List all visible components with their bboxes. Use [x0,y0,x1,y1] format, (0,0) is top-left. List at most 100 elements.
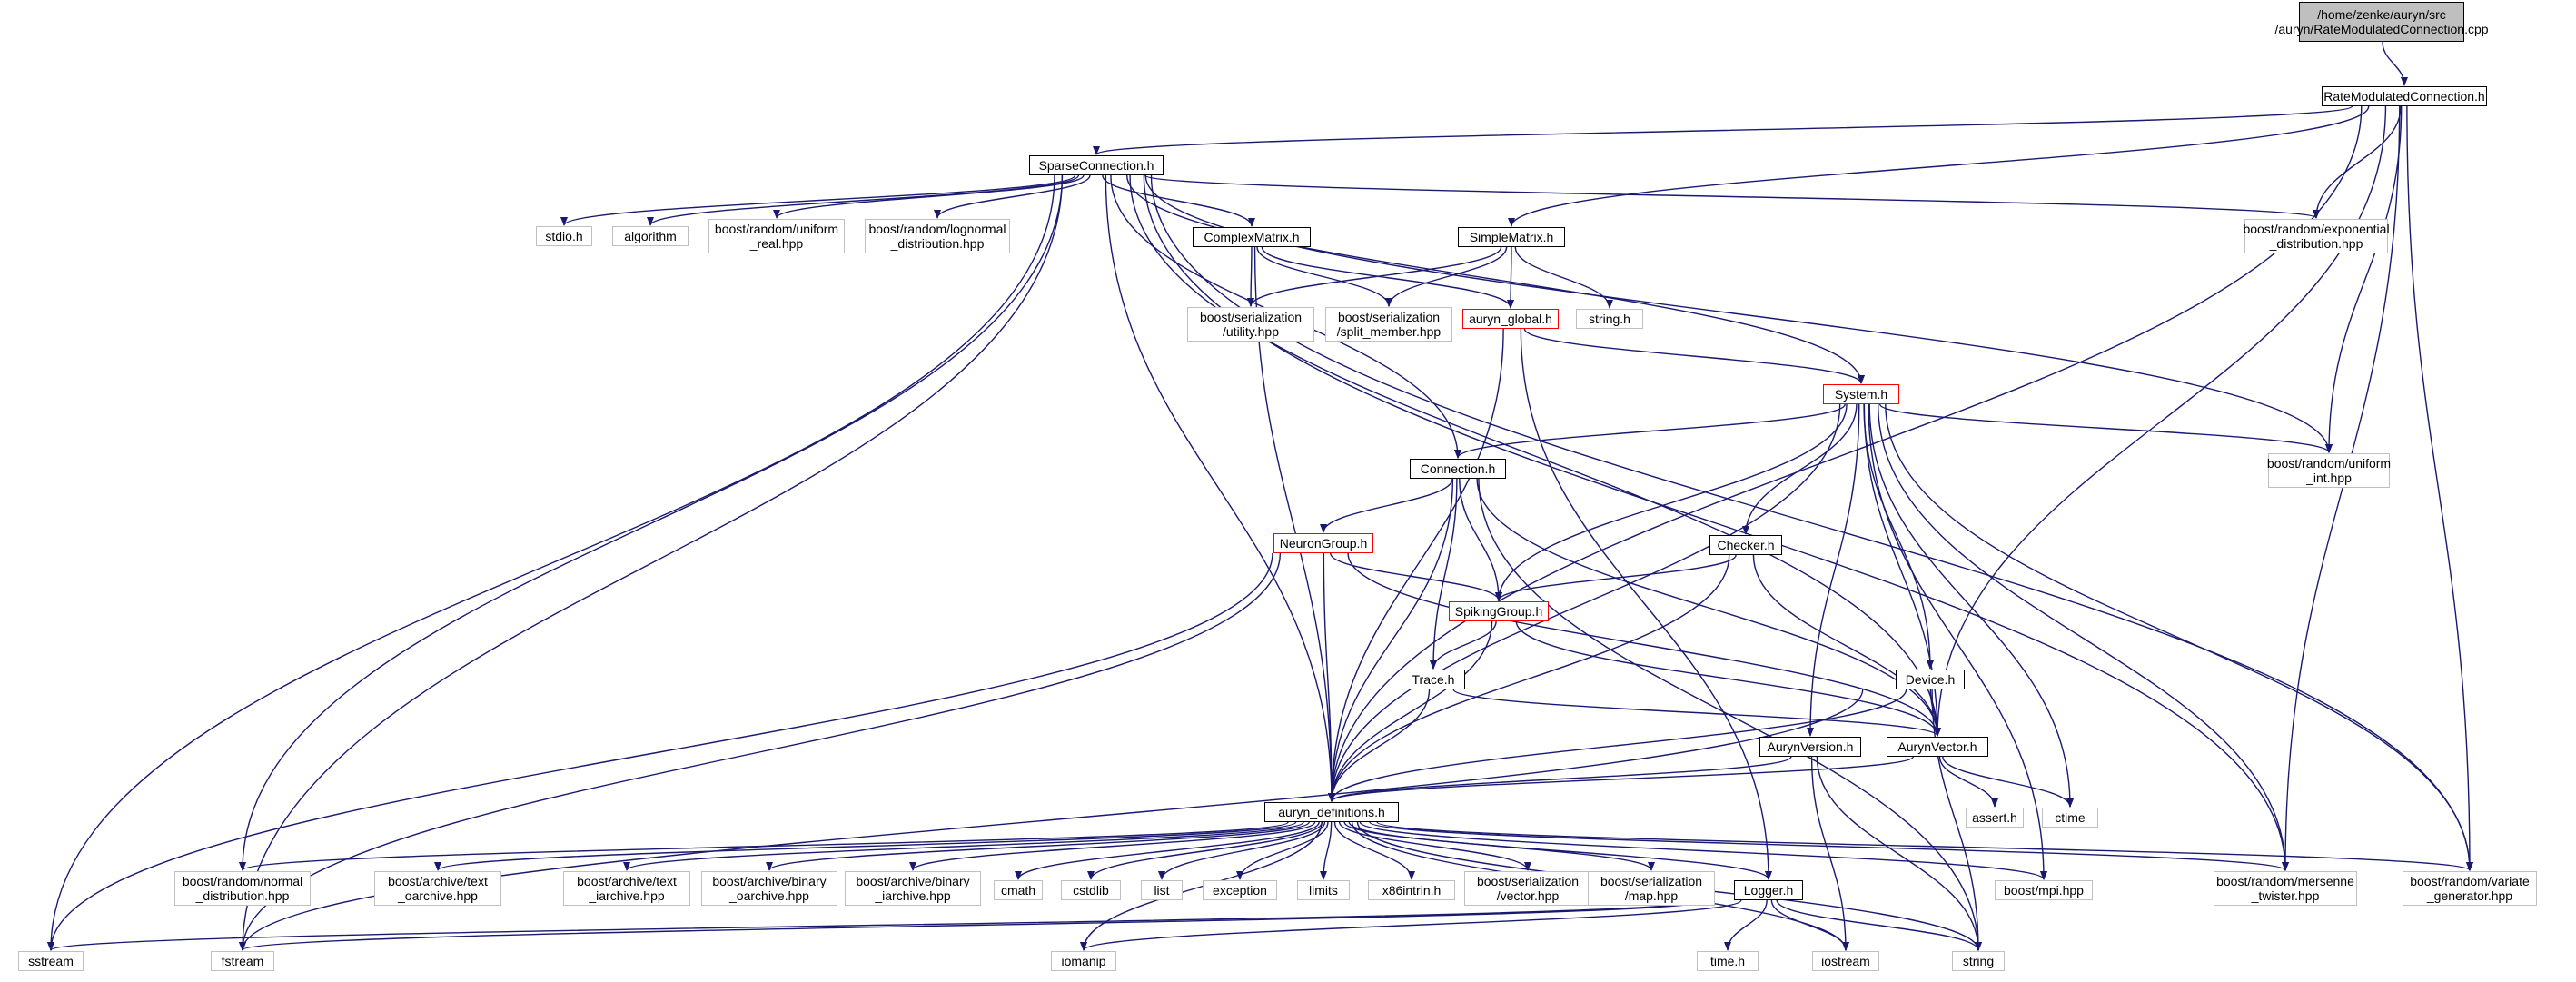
edge-system-to-mpi [1868,403,2047,880]
edge-rmc-to-defs [1328,105,2363,802]
node-cmath[interactable]: cmath [994,880,1043,900]
node-fstream[interactable]: fstream [211,951,274,971]
node-binary_oarchive[interactable]: boost/archive/binary_oarchive.hpp [701,871,837,906]
node-system[interactable]: System.h [1823,384,1899,404]
node-label: boost/serialization [1337,310,1441,324]
node-simplematrix[interactable]: SimpleMatrix.h [1458,227,1565,247]
node-list[interactable]: list [1141,880,1183,900]
node-label: limits [1309,883,1338,898]
node-ser_vector[interactable]: boost/serialization/vector.hpp [1464,871,1591,906]
node-label: _distribution.hpp [2269,236,2363,251]
node-aurynvector[interactable]: AurynVector.h [1887,737,1988,757]
edge-logger-to-sstream [47,899,1701,951]
edge-root-to-rmc [2382,41,2408,86]
node-ctime[interactable]: ctime [2042,808,2098,828]
node-x86intrin[interactable]: x86intrin.h [1368,880,1455,900]
node-utility[interactable]: boost/serialization/utility.hpp [1187,307,1314,342]
node-spikinggroup[interactable]: SpikingGroup.h [1449,601,1549,621]
node-uniform_real[interactable]: boost/random/uniform_real.hpp [708,219,845,253]
edge-defs-to-variate [1376,821,2473,871]
node-algorithm[interactable]: algorithm [612,226,689,246]
edge-logger-to-iostream [1770,899,1849,951]
node-aurynversion[interactable]: AurynVersion.h [1759,737,1861,757]
node-label: AurynVector.h [1897,739,1977,754]
edge-connection-to-neurongroup [1320,478,1453,533]
node-complexmatrix[interactable]: ComplexMatrix.h [1193,227,1311,247]
node-iomanip[interactable]: iomanip [1051,951,1116,971]
node-cstdlib[interactable]: cstdlib [1061,880,1121,900]
node-rmc[interactable]: RateModulatedConnection.h [2322,86,2487,106]
edge-device-to-defs [1328,689,1907,802]
edge-complexmatrix-to-auryn_global [1261,246,1514,309]
node-stdio[interactable]: stdio.h [536,226,592,246]
edge-sparse-to-fstream [239,174,1064,951]
node-mpi[interactable]: boost/mpi.hpp [1995,880,2093,900]
node-split_member[interactable]: boost/serialization/split_member.hpp [1325,307,1452,342]
node-sparse[interactable]: SparseConnection.h [1029,155,1164,175]
node-logger[interactable]: Logger.h [1734,880,1803,900]
node-defs[interactable]: auryn_definitions.h [1264,802,1399,822]
node-variate[interactable]: boost/random/variate_generator.hpp [2403,871,2537,906]
node-label: fstream [221,954,264,968]
edge-system-to-variate [1885,403,2473,871]
node-root[interactable]: /home/zenke/auryn/src/auryn/RateModulate… [2274,2,2489,42]
node-label: stdio.h [545,229,583,243]
node-label: exception [1213,883,1267,898]
node-label: boost/random/mersenne [2216,874,2354,888]
node-label: ComplexMatrix.h [1204,230,1300,244]
edge-device-to-string [1931,689,1982,951]
node-label: System.h [1834,387,1888,402]
node-text_iarchive[interactable]: boost/archive/text_iarchive.hpp [563,871,690,906]
node-iostream[interactable]: iostream [1812,951,1879,971]
node-device[interactable]: Device.h [1896,670,1965,689]
edge-system-to-spikinggroup [1495,403,1848,601]
node-string[interactable]: string [1952,951,2005,971]
edge-logger-to-string [1776,899,1982,951]
edge-system-to-aurynversion [1807,403,1860,737]
node-connection[interactable]: Connection.h [1410,459,1506,479]
node-uniform_int[interactable]: boost/random/uniform_int.hpp [2267,453,2391,488]
edge-sparse-to-exponential [1144,174,2320,219]
edge-rmc-to-sparse [1093,105,2353,155]
edge-connection-to-defs [1328,478,1454,802]
edge-system-to-mersenne [1877,403,2289,871]
node-assert[interactable]: assert.h [1966,808,2024,828]
node-sstream[interactable]: sstream [18,951,84,971]
node-exponential[interactable]: boost/random/exponential_distribution.hp… [2243,219,2390,253]
edge-defs-to-ser_vector [1338,821,1531,871]
edge-sparse-to-defs [1105,174,1335,802]
node-neurongroup[interactable]: NeuronGroup.h [1273,533,1373,553]
node-checker[interactable]: Checker.h [1709,535,1782,555]
node-auryn_global[interactable]: auryn_global.h [1462,309,1559,329]
node-label: list [1154,883,1170,898]
edge-sparse-to-uniform_real [773,174,1085,219]
node-label: Device.h [1905,672,1956,687]
edge-auryn_global-to-logger [1520,328,1772,880]
node-ser_map[interactable]: boost/serialization/map.hpp [1588,871,1715,906]
edge-connection-to-trace [1430,478,1458,670]
node-binary_iarchive[interactable]: boost/archive/binary_iarchive.hpp [845,871,981,906]
node-label: time.h [1709,954,1746,968]
edge-aurynversion-to-defs [1328,756,1792,802]
node-lognormal[interactable]: boost/random/lognormal_distribution.hpp [865,219,1010,253]
node-normal[interactable]: boost/random/normal_distribution.hpp [174,871,311,906]
node-label: _oarchive.hpp [729,888,809,903]
edge-defs-to-mersenne [1369,821,2289,871]
edge-neurongroup-to-aurynvector [1347,552,1941,737]
edge-sparse-to-complexmatrix [1102,174,1255,227]
node-text_oarchive[interactable]: boost/archive/text_oarchive.hpp [374,871,501,906]
node-time_h[interactable]: time.h [1697,951,1759,971]
node-string_h[interactable]: string.h [1576,309,1643,329]
node-label: string [1962,954,1995,968]
node-label: iostream [1821,954,1870,968]
node-label: Trace.h [1412,672,1455,687]
edge-defs-to-binary_iarchive [909,821,1316,871]
node-limits[interactable]: limits [1297,880,1350,900]
node-label: ctime [2055,810,2086,825]
node-exception[interactable]: exception [1203,880,1277,900]
node-trace[interactable]: Trace.h [1402,670,1465,689]
edge-simplematrix-to-string_h [1514,246,1613,309]
node-label: cmath [1000,883,1036,898]
edge-defs-to-mpi [1359,821,2047,880]
node-mersenne[interactable]: boost/random/mersenne_twister.hpp [2214,871,2357,906]
